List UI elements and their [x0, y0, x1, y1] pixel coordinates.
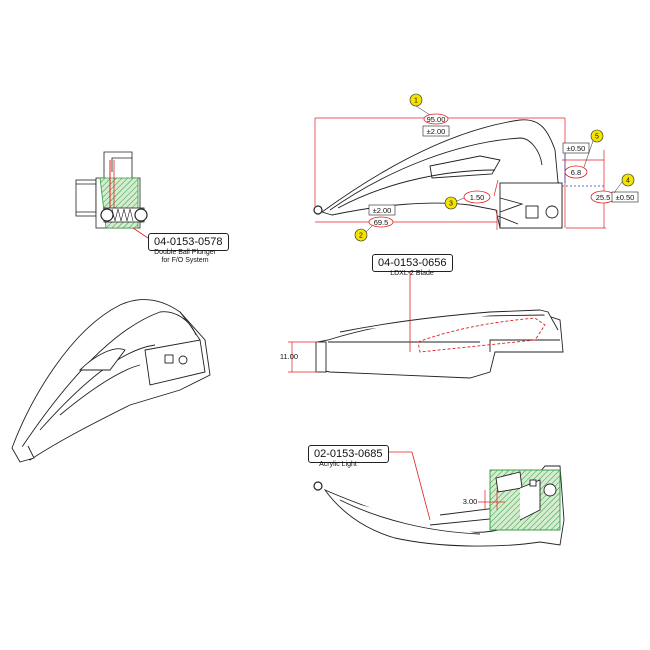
part-leaders	[385, 255, 431, 521]
light-part-number: 02-0153-0685	[308, 445, 389, 463]
balloon-group: 1 2 3 4 5	[354, 93, 635, 242]
balloon-1-label: 1	[414, 98, 418, 105]
tip-dia-value: 11.00	[280, 352, 298, 361]
blade-desc-line-1: LDXL-2 Blade	[390, 270, 434, 277]
balloon-4-label: 4	[626, 178, 630, 185]
height-tol: ±0.50	[616, 193, 635, 202]
blade-part-number: 04-0153-0656	[372, 254, 453, 272]
light-offset-value: 3.00	[463, 497, 478, 506]
dimension-lines	[314, 117, 606, 230]
light-part-desc: Acrylic Light	[296, 461, 380, 469]
reference-lines	[562, 150, 604, 187]
plunger-part-desc: Double Ball Plunger for F/O System	[140, 249, 230, 265]
balloon-2	[354, 228, 368, 242]
light-offset-dims	[478, 490, 505, 510]
plunger-detail	[75, 151, 149, 239]
balloon-3-label: 3	[449, 201, 453, 208]
overall-length-tol: ±2.00	[427, 127, 446, 136]
height-value: 25.5	[596, 193, 611, 202]
light-desc-line-1: Acrylic Light	[319, 461, 357, 468]
balloon-2-label: 2	[359, 233, 363, 240]
balloon-5-label: 5	[595, 134, 599, 141]
blade-side-view	[313, 119, 563, 229]
blade-isometric-view	[11, 299, 211, 463]
blade-light-view	[313, 465, 565, 547]
balloon-3	[444, 196, 458, 210]
light-hidden-outline	[417, 317, 546, 353]
blade-top-view	[315, 309, 564, 379]
slot-gap-value: 1.50	[470, 193, 485, 202]
plunger-part-number: 04-0153-0578	[148, 233, 229, 251]
blade-part-desc: LDXL-2 Blade	[370, 270, 454, 278]
tip-dim-lines	[288, 341, 318, 373]
blade-length-tol: ±2.00	[373, 206, 392, 215]
blade-length-value: 69.5	[374, 218, 389, 227]
overall-length-value: 95.00	[427, 115, 446, 124]
heel-width-tol: ±0.50	[567, 144, 586, 153]
plunger-desc-line-2: for F/O System	[161, 257, 209, 264]
heel-width-value: 6.8	[571, 168, 581, 177]
balloon-5	[590, 129, 604, 143]
plunger-desc-line-1: Double Ball Plunger	[154, 249, 216, 256]
balloon-4	[621, 173, 635, 187]
